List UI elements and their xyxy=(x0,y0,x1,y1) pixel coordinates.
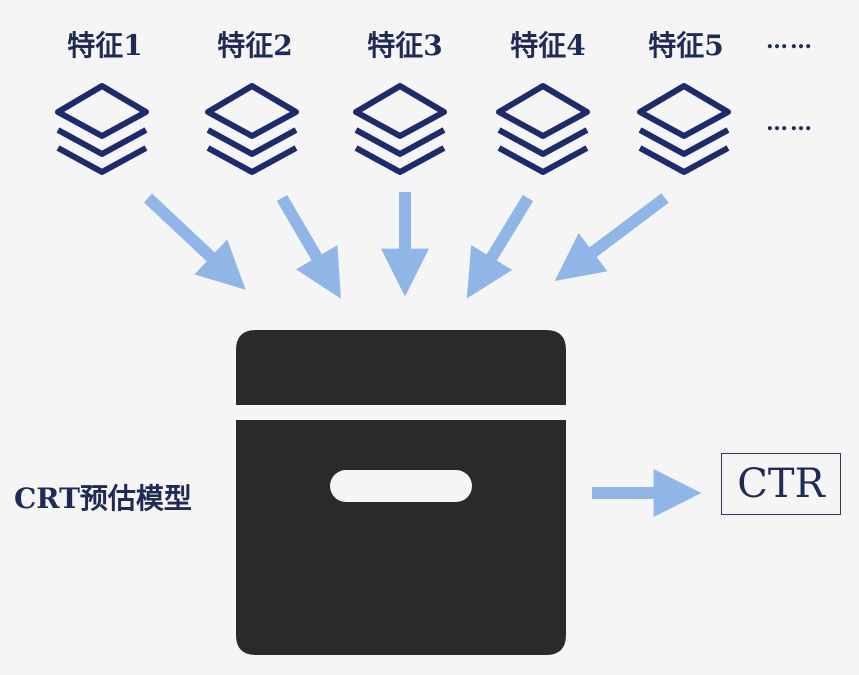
arrow-feature-2 xyxy=(276,194,341,299)
arrow-feature-5 xyxy=(554,193,669,281)
layers-icon xyxy=(55,83,149,175)
model-box-icon xyxy=(236,330,566,655)
feature-label-5: 特征5 xyxy=(648,29,724,62)
feature-label-2: 特征2 xyxy=(217,29,293,62)
feature-label-4: 特征4 xyxy=(510,29,586,62)
feature-label-1: 特征1 xyxy=(67,29,143,62)
layers-icon xyxy=(353,83,447,175)
arrow-feature-4 xyxy=(466,194,534,299)
feature-label-3: 特征3 xyxy=(367,29,443,62)
layers-icon xyxy=(637,83,731,175)
ctr-output-box: CTR xyxy=(721,453,841,515)
ctr-output-label: CTR xyxy=(737,461,825,507)
arrow-feature-1 xyxy=(143,193,246,290)
box-handle xyxy=(330,470,472,502)
layers-icon xyxy=(496,83,590,175)
ellipsis-top: …… xyxy=(766,28,814,54)
model-label: CRT预估模型 xyxy=(14,482,192,515)
layers-icon xyxy=(205,83,299,175)
ellipsis-bottom: …… xyxy=(766,110,814,136)
